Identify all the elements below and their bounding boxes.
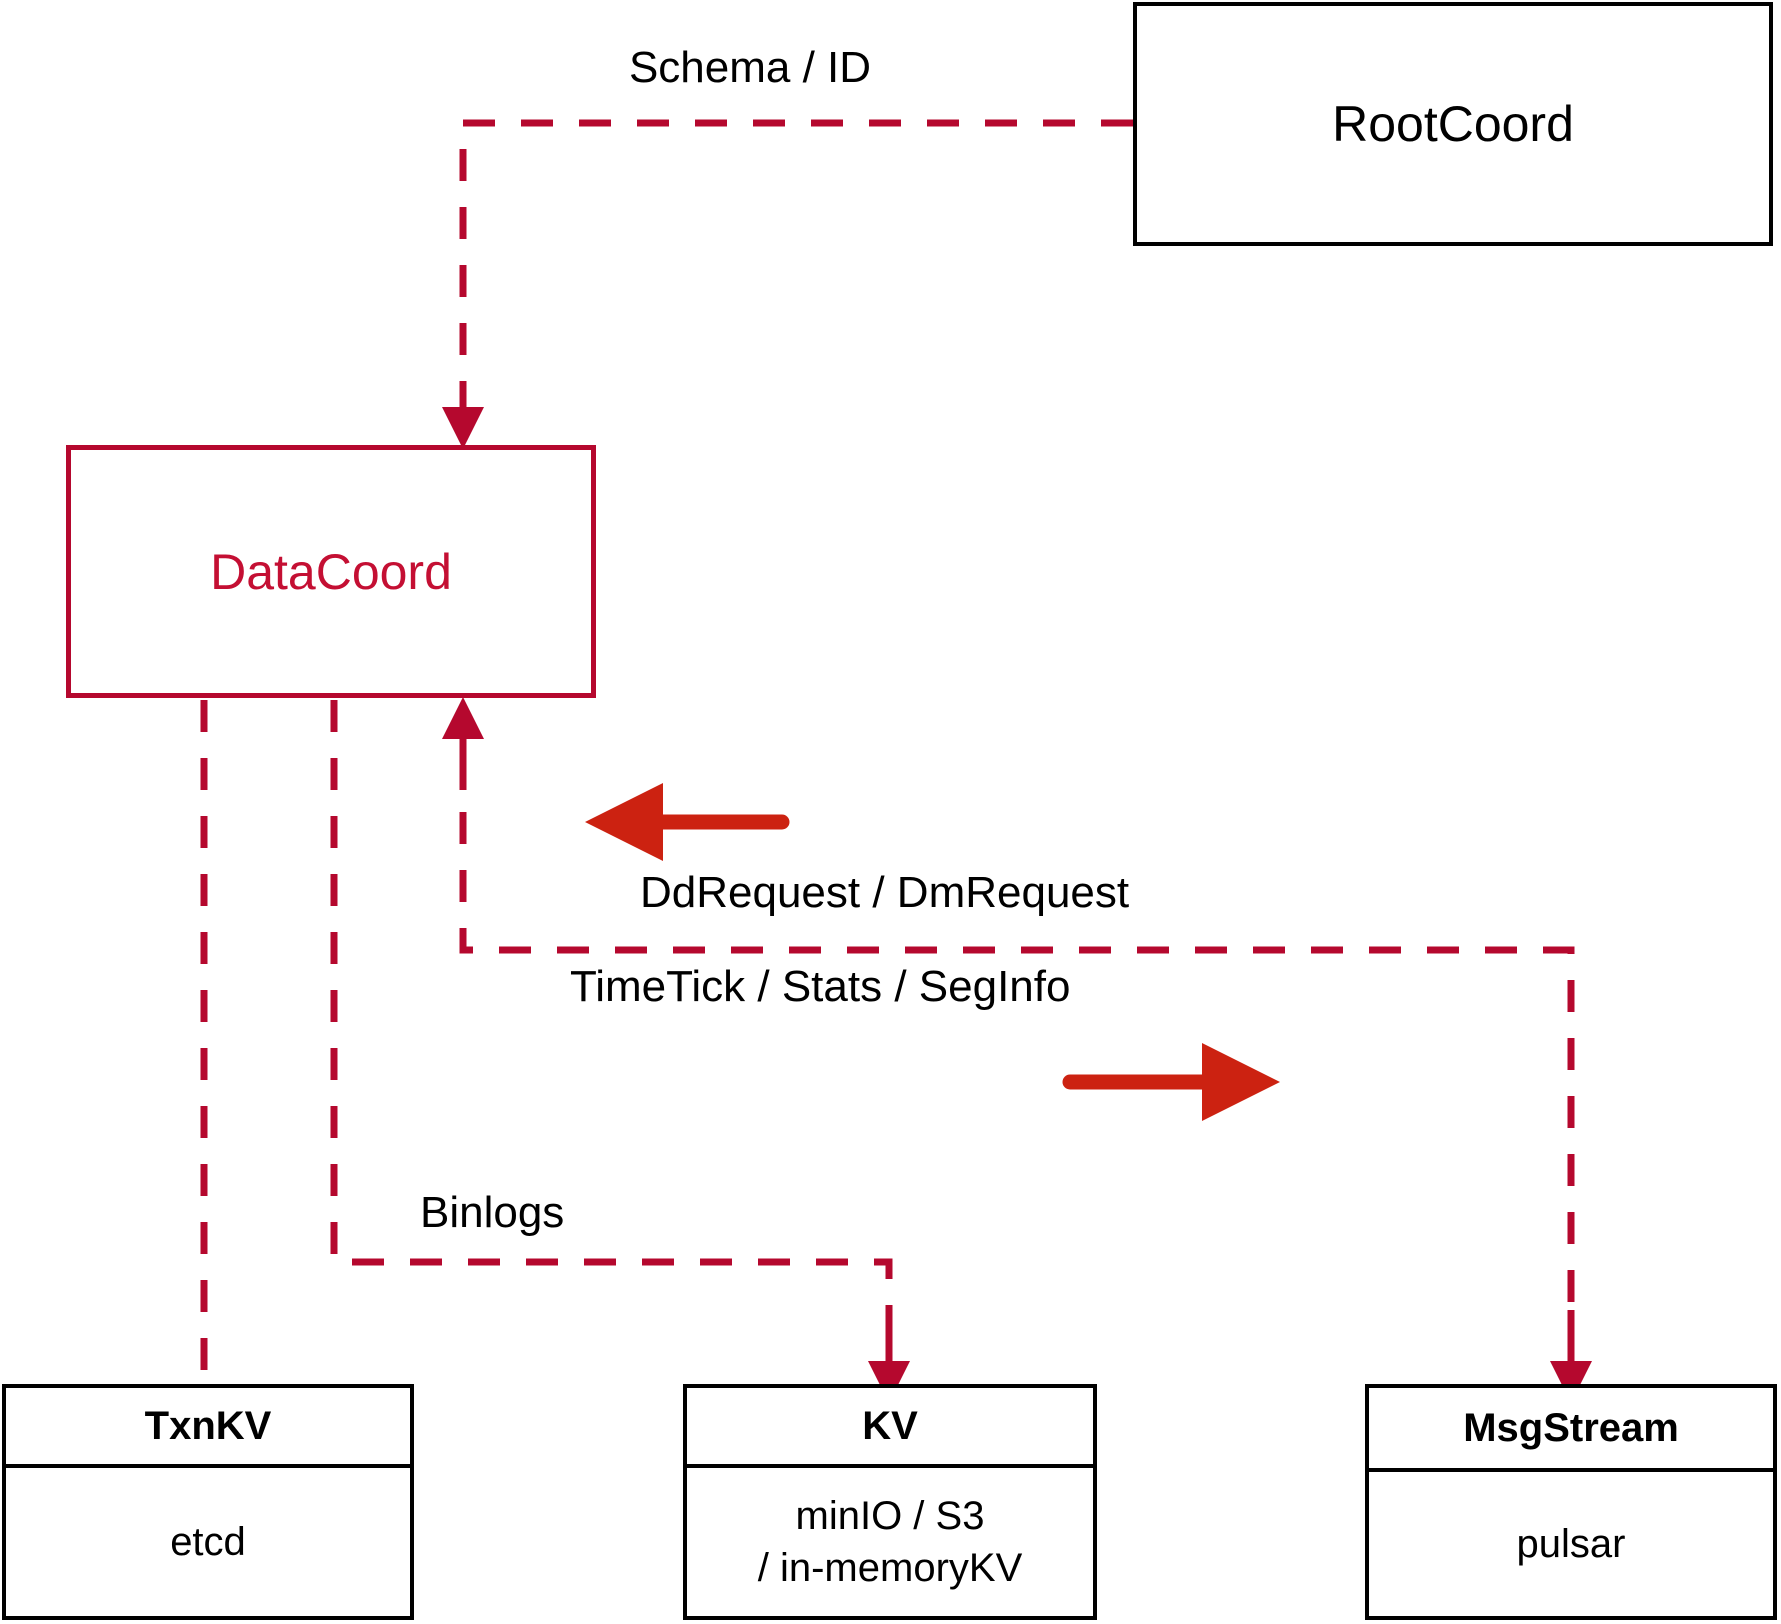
node-msgstream-title: MsgStream <box>1369 1388 1773 1472</box>
node-txnkv[interactable]: TxnKV etcd <box>2 1384 414 1620</box>
node-kv-body: minIO / S3 / in-memoryKV <box>687 1468 1093 1616</box>
node-kv-title: KV <box>687 1388 1093 1468</box>
edge-label-schema-id: Schema / ID <box>628 43 872 92</box>
node-txnkv-title: TxnKV <box>6 1388 410 1468</box>
edge-schema-id <box>442 119 1133 449</box>
node-rootcoord[interactable]: RootCoord <box>1133 2 1773 246</box>
edge-label-ddrequest-dmrequest: DdRequest / DmRequest <box>640 868 1130 917</box>
edge-binlogs <box>330 700 910 1403</box>
edge-msgstream-datacoord <box>442 697 1592 1403</box>
node-txnkv-body: etcd <box>6 1468 410 1616</box>
edge-label-timetick-stats-seginfo: TimeTick / Stats / SegInfo <box>570 962 1071 1011</box>
node-msgstream[interactable]: MsgStream pulsar <box>1365 1384 1777 1620</box>
node-txnkv-body-line: etcd <box>170 1520 246 1564</box>
node-msgstream-body-line: pulsar <box>1516 1522 1626 1566</box>
node-datacoord[interactable]: DataCoord <box>66 445 596 698</box>
node-kv-body-line-1: minIO / S3 <box>795 1494 985 1538</box>
edge-label-binlogs: Binlogs <box>420 1188 565 1237</box>
node-rootcoord-label: RootCoord <box>1332 96 1574 152</box>
node-kv[interactable]: KV minIO / S3 / in-memoryKV <box>683 1384 1097 1620</box>
node-kv-body-line-2: / in-memoryKV <box>757 1546 1023 1590</box>
node-msgstream-body: pulsar <box>1369 1472 1773 1616</box>
node-datacoord-label: DataCoord <box>210 543 452 600</box>
